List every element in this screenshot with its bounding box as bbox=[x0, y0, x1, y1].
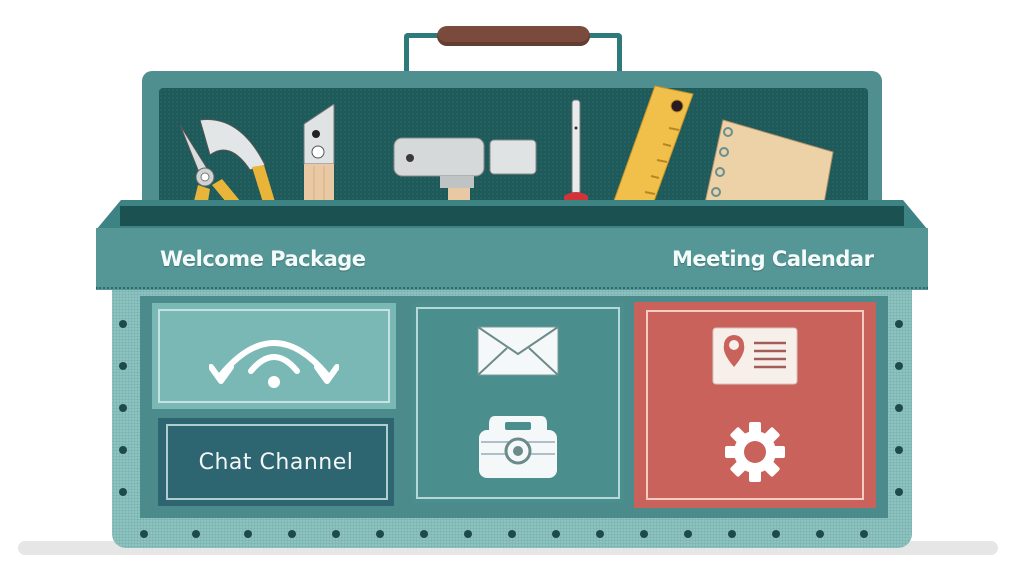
rivet bbox=[860, 530, 868, 538]
rivet bbox=[640, 530, 648, 538]
rivet bbox=[288, 530, 296, 538]
rivet bbox=[684, 530, 692, 538]
utility-knife-icon bbox=[303, 104, 335, 226]
rivet bbox=[816, 530, 824, 538]
rivet bbox=[332, 530, 340, 538]
ruler-icon bbox=[605, 85, 694, 226]
chat-channel-label: Chat Channel bbox=[198, 449, 354, 475]
chat-channel-card[interactable]: Chat Channel bbox=[158, 418, 394, 506]
toolbox-rim-opening bbox=[120, 206, 904, 226]
rivet bbox=[119, 320, 127, 328]
rivet bbox=[119, 488, 127, 496]
rivet bbox=[895, 404, 903, 412]
toolbox-icon bbox=[479, 416, 557, 478]
rivet bbox=[119, 362, 127, 370]
toolbox-label-band bbox=[96, 228, 928, 290]
location-card-icon bbox=[712, 327, 798, 385]
rivet bbox=[376, 530, 384, 538]
rivet bbox=[728, 530, 736, 538]
rivet bbox=[119, 446, 127, 454]
rivet bbox=[140, 530, 148, 538]
notepad-icon bbox=[699, 119, 834, 226]
rivet bbox=[244, 530, 252, 538]
rivet bbox=[508, 530, 516, 538]
mail-toolbox-card[interactable] bbox=[412, 303, 624, 503]
rivet bbox=[772, 530, 780, 538]
meeting-calendar-label: Meeting Calendar bbox=[672, 247, 874, 271]
gear-icon bbox=[725, 422, 785, 482]
rivet bbox=[895, 320, 903, 328]
rivet bbox=[552, 530, 560, 538]
rivet bbox=[420, 530, 428, 538]
rivet bbox=[895, 488, 903, 496]
rivet bbox=[192, 530, 200, 538]
rivet bbox=[895, 362, 903, 370]
rivet bbox=[596, 530, 604, 538]
calendar-settings-card[interactable] bbox=[634, 302, 876, 508]
stitching-line bbox=[96, 287, 928, 290]
rivet bbox=[119, 404, 127, 412]
rivet bbox=[464, 530, 472, 538]
welcome-package-label: Welcome Package bbox=[160, 247, 366, 271]
broadcast-card[interactable] bbox=[152, 303, 396, 409]
broadcast-arrows-icon bbox=[209, 340, 339, 388]
rivet bbox=[895, 446, 903, 454]
envelope-icon bbox=[477, 326, 559, 376]
toolbox-handle-grip bbox=[437, 26, 590, 46]
